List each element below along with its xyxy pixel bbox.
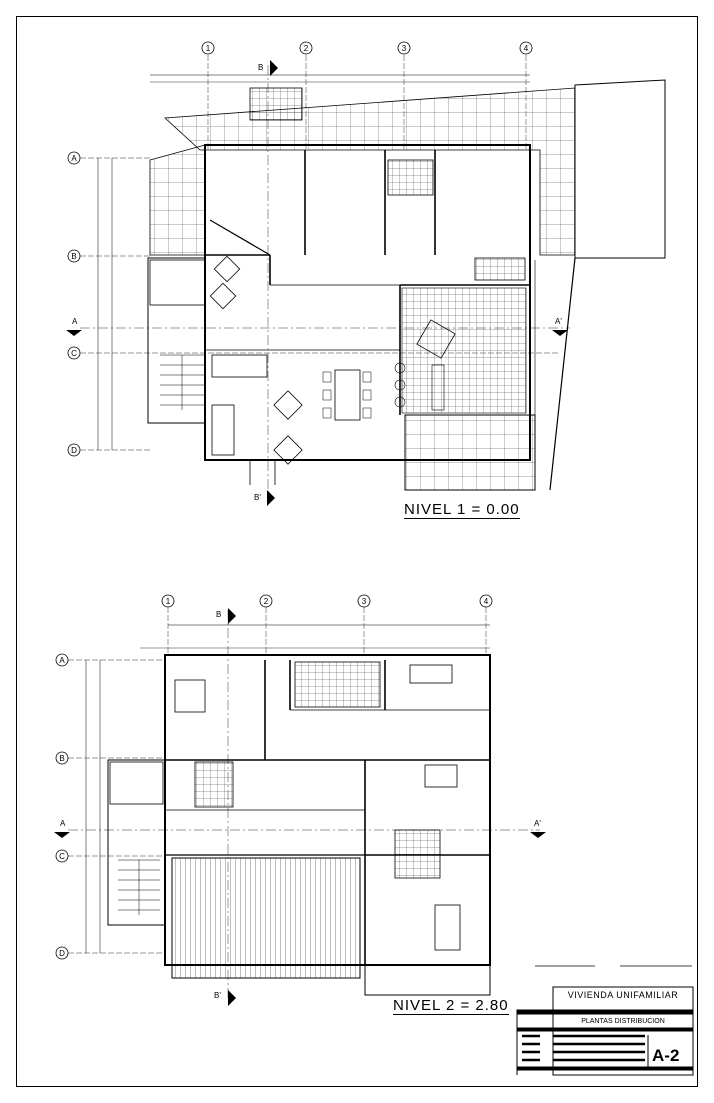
l2-section-b-bottom: B' [214, 991, 221, 1000]
title-block-subtitle: PLANTAS DISTRIBUCION [581, 1018, 665, 1025]
level2-title: NIVEL 2 = 2.80 [393, 997, 509, 1015]
l1-col-4: 4 [524, 44, 529, 53]
l1-row-b: B [71, 252, 76, 261]
level2-plan [68, 607, 540, 1000]
l1-col-2: 2 [304, 44, 309, 53]
l1-col-3: 3 [402, 44, 407, 53]
title-block-project: VIVIENDA UNIFAMILIAR [567, 990, 679, 1000]
level1-plan [80, 55, 666, 500]
l1-section-a-right: A' [555, 317, 562, 326]
l2-col-3: 3 [362, 597, 367, 606]
l2-section-a-right: A' [534, 819, 541, 828]
l2-col-2: 2 [264, 597, 269, 606]
l2-row-a: A [59, 656, 65, 665]
l1-section-a-left: A [72, 317, 78, 326]
l1-section-b-top: B [258, 63, 263, 72]
l2-section-b-top: B [216, 610, 221, 619]
l2-row-d: D [59, 949, 65, 958]
title-block-sheet-number: A-2 [652, 1046, 680, 1065]
l1-row-a: A [71, 154, 77, 163]
l2-row-c: C [59, 852, 65, 861]
l2-section-a-left: A [60, 819, 66, 828]
level1-title: NIVEL 1 = 0.00 [404, 501, 520, 519]
l1-section-b-bottom: B' [254, 493, 261, 502]
l1-col-1: 1 [206, 44, 211, 53]
l1-row-c: C [71, 349, 77, 358]
l2-col-1: 1 [166, 597, 171, 606]
level1-grid-bubbles: 1 2 3 4 A B C D B B' A A' [66, 41, 568, 506]
sheet-border [16, 16, 698, 1087]
title-block-lines [516, 965, 694, 1076]
l2-row-b: B [59, 754, 64, 763]
level2-grid-bubbles: 1 2 3 4 A B C D B B' A A' [54, 594, 546, 1006]
l2-col-4: 4 [484, 597, 489, 606]
l1-row-d: D [71, 446, 77, 455]
